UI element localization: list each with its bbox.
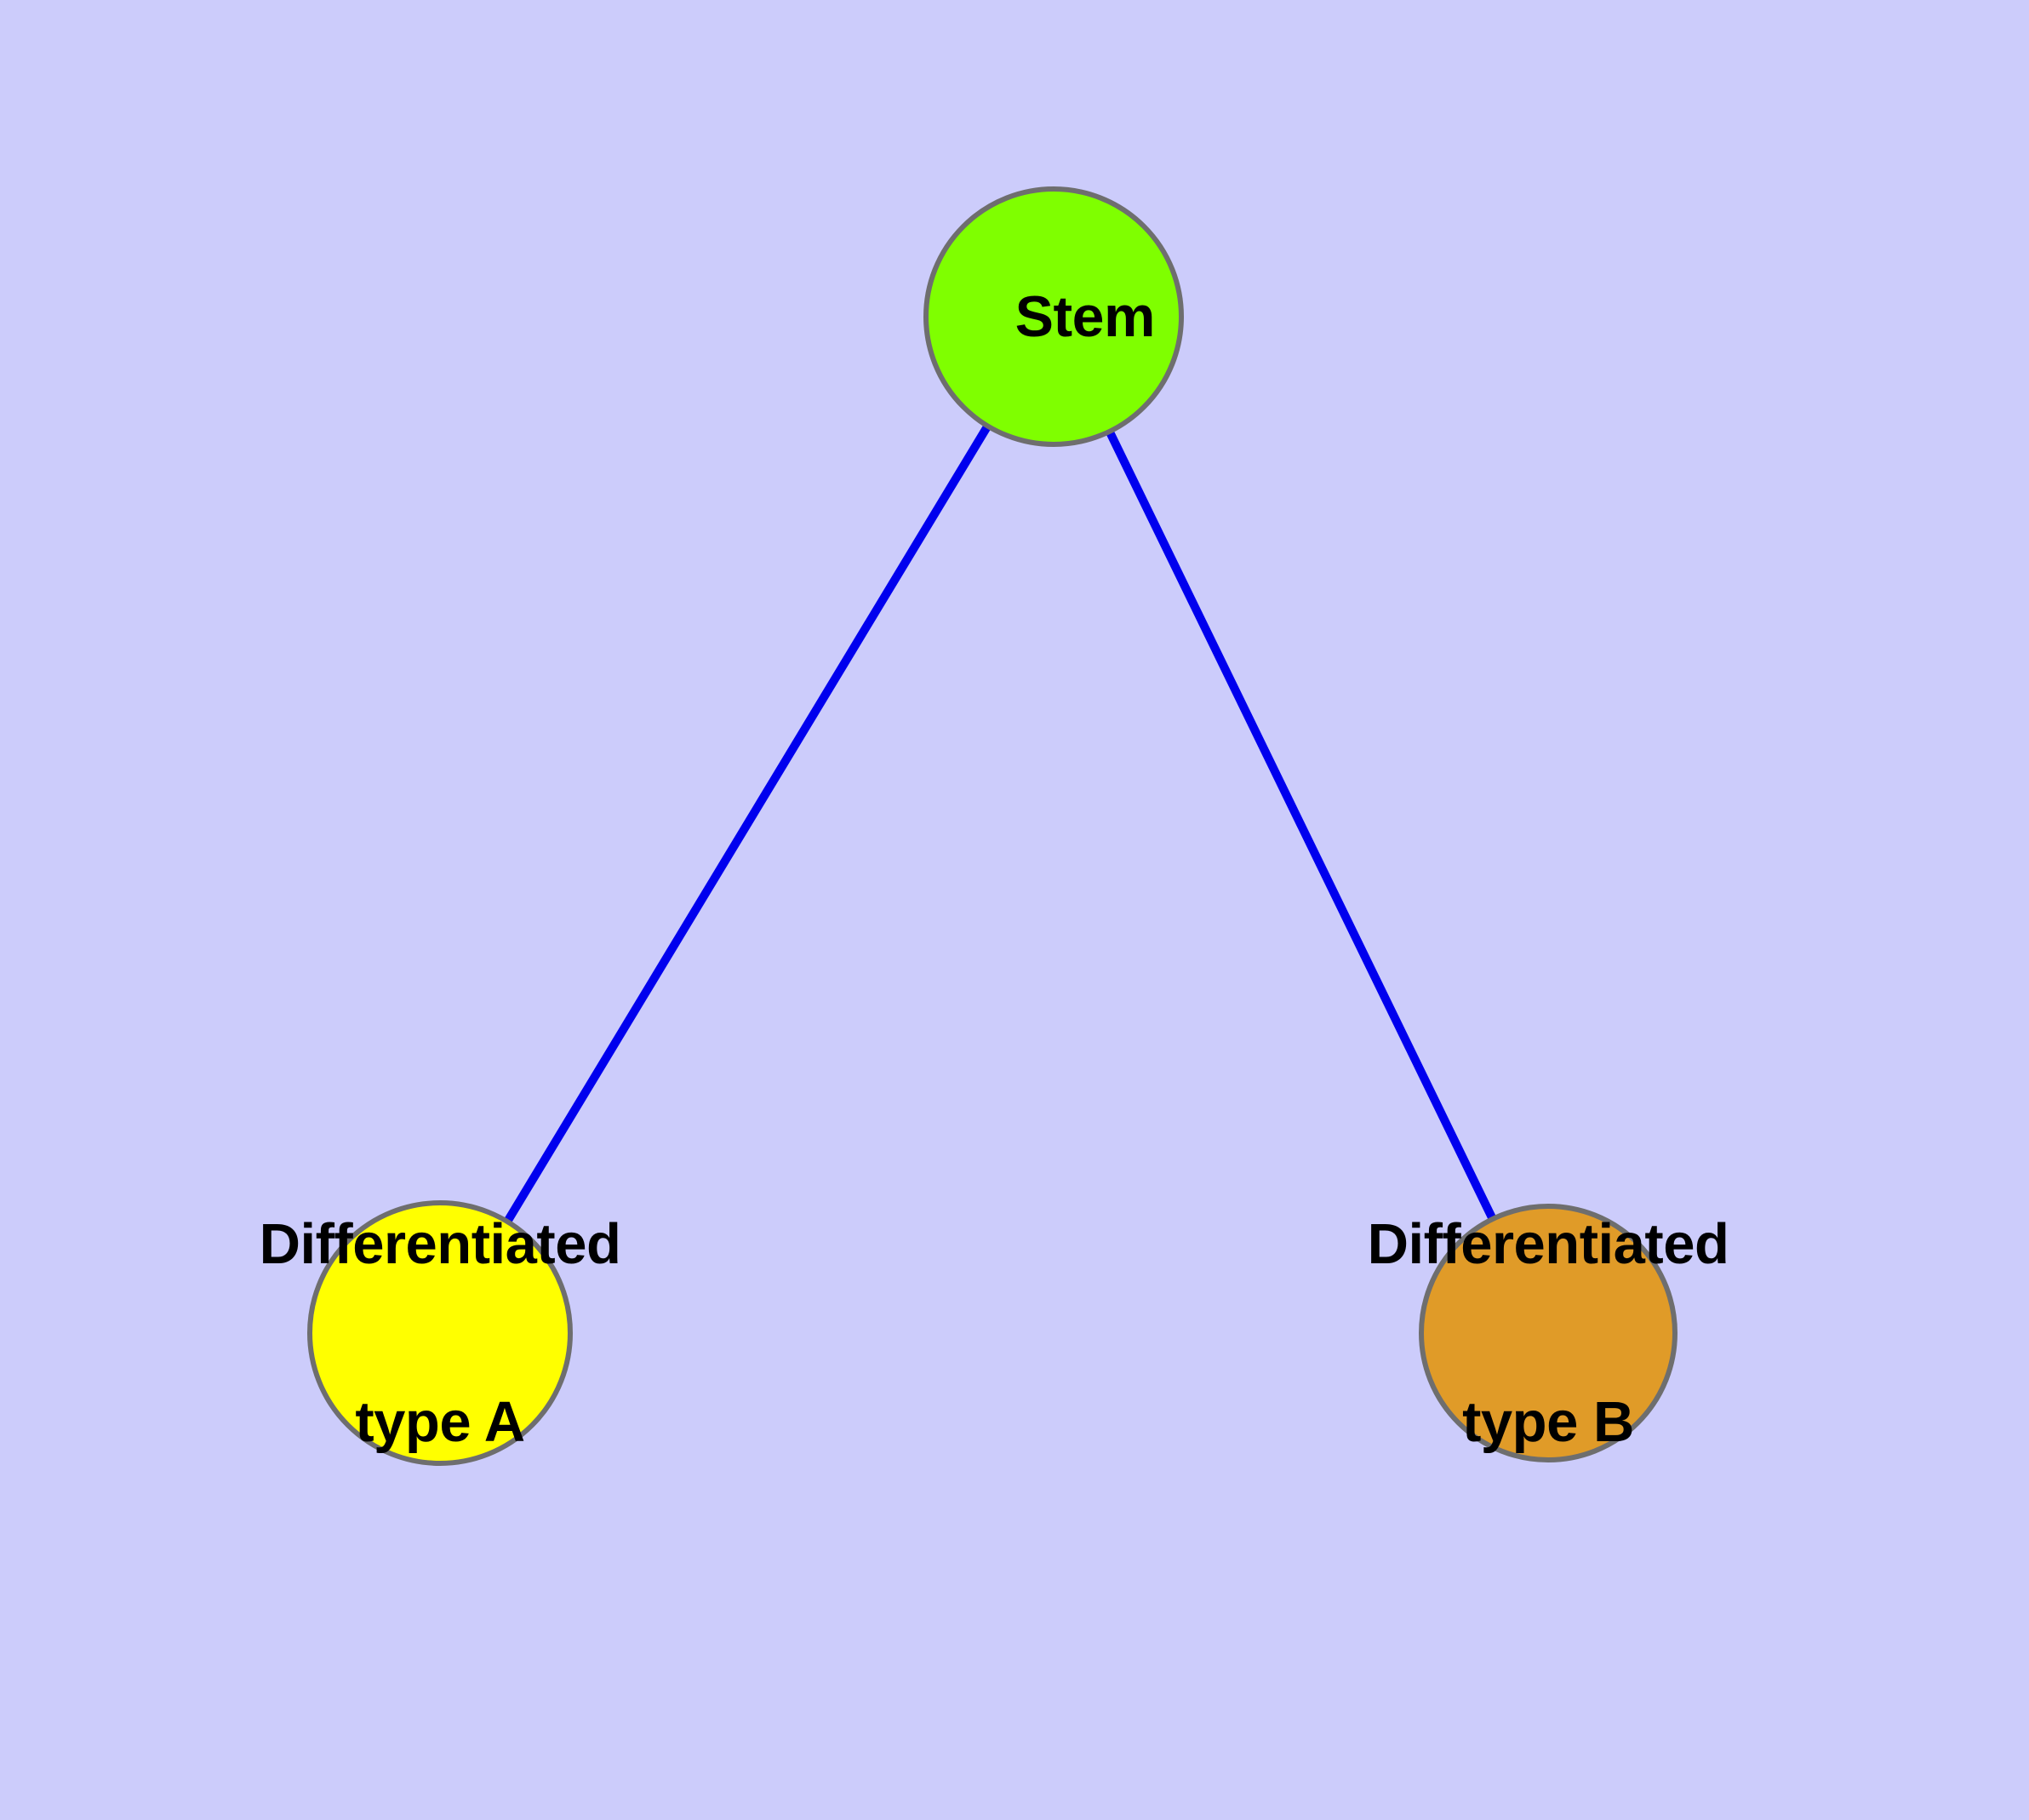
node-differentiated-type-b[interactable] bbox=[1419, 1204, 1677, 1462]
edge-stem-to-differentiated-type-a[interactable] bbox=[504, 425, 991, 1222]
edge-stem-to-differentiated-type-b[interactable] bbox=[1106, 431, 1496, 1220]
edge-layer bbox=[504, 425, 1496, 1222]
node-layer bbox=[307, 186, 1677, 1466]
node-differentiated-type-a[interactable] bbox=[307, 1200, 573, 1466]
node-stem[interactable] bbox=[923, 186, 1184, 447]
